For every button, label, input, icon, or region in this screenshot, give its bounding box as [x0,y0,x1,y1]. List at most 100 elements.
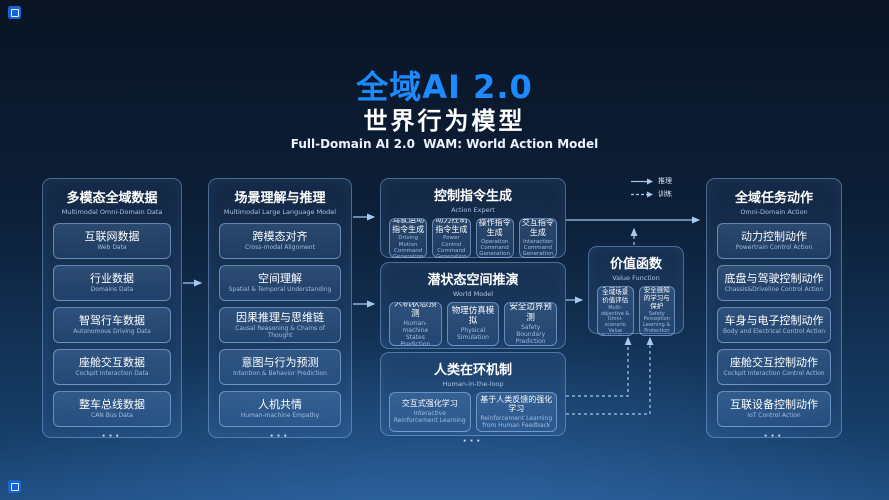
item-label-en: Body and Electrical Control Action [722,328,826,336]
item-label-en: Reinforcement Learning from Human Feedba… [480,414,553,429]
panel-header: 价值函数 Value Function [589,247,683,282]
list-item: 操作指令生成 Operation Command Generation [475,218,514,258]
item-label-zh: 整车总线数据 [79,397,145,411]
panel-subtitle: Multimodal Omni-Domain Data [61,208,163,216]
panel-scene-understanding: 场景理解与推理 Multimodal Large Language Model … [208,178,352,442]
list-item: 人机状态预测 Human-machine States Prediction [389,302,442,346]
list-item: 意图与行为预测 Intention & Behavior Prediction [219,349,341,385]
legend-training-row: 训练 [630,189,672,199]
panel-subtitle: Omni-Domain Action [740,208,808,216]
item-label-en: Safety Boundary Prediction [515,323,546,345]
item-label-zh: 行业数据 [90,271,134,285]
item-label-en: Domains Data [90,286,134,294]
more-dots: ··· [462,436,484,447]
panel-title: 价值函数 [609,257,662,272]
item-label-zh: 意图与行为预测 [241,355,319,369]
list-item: 互联网数据 Web Data [53,223,171,259]
item-label-en: Spatial & Temporal Understanding [228,286,332,294]
item-label-zh: 交互指令生成 [521,218,554,238]
legend-training-label: 训练 [658,190,672,198]
list-item: 物理仿真模拟 Physical Simulation [446,302,500,346]
panel-header: 人类在环机制 Human-in-the-loop [381,353,565,388]
item-label-zh: 底盘与驾驶控制动作 [724,271,824,285]
panel-title: 全域任务动作 [734,191,813,206]
item-label-en: Intention & Behavior Prediction [233,370,327,378]
list-item: 人机共情 Human-machine Empathy [219,391,341,427]
item-label-en: Human-machine Empathy [240,412,320,420]
list-item: 互联设备控制动作 IoT Control Action [717,391,831,427]
logo-glyph-icon [10,8,19,17]
item-label-zh: 因果推理与思维链 [236,310,324,324]
panel-header: 控制指令生成 Action Expert [381,179,565,214]
item-label-en: Chassis&Driveline Control Action [724,286,824,294]
item-list: 人机状态预测 Human-machine States Prediction 物… [381,298,565,346]
item-label-en: CAN Bus Data [91,412,133,420]
training-arrow-icon [631,191,653,197]
flow-legend: 推理 训练 [630,176,672,199]
item-label-en: Cockpit Interaction Control Action [723,370,825,378]
panel-omni-domain-action: 全域任务动作 Omni-Domain Action 动力控制动作 Powertr… [706,178,842,442]
item-list: 驾驶运动指令生成 Driving Motion Command Generati… [381,214,565,258]
item-label-zh: 动力控制指令生成 [435,218,468,234]
list-item: 座舱交互控制动作 Cockpit Interaction Control Act… [717,349,831,385]
item-label-zh: 座舱交互控制动作 [730,355,818,369]
list-item: 基于人类反馈的强化学习 Reinforcement Learning from … [475,392,557,432]
list-item: 座舱交互数据 Cockpit Interaction Data [53,349,171,385]
item-label-en: Cockpit Interaction Data [75,370,149,378]
panel-header: 场景理解与推理 Multimodal Large Language Model [209,179,351,216]
panel-subtitle: Value Function [612,274,660,282]
item-label-zh: 安全边界预测 [509,302,552,323]
panel-subtitle: Action Expert [451,206,495,214]
item-list: 互联网数据 Web Data 行业数据 Domains Data 智驾行车数据 … [43,216,181,427]
panel-subtitle: Human-in-the-loop [442,380,504,388]
legend-inference-row: 推理 [630,176,672,186]
list-item: 安全感知的学习与保护 Safety Perception Learning & … [638,286,675,336]
item-list: 多目标与全域场景价值评估 Multi-objective & Omni-scen… [589,282,683,336]
panel-title: 场景理解与推理 [234,191,326,206]
brand-logo-icon [8,6,21,19]
list-item: 交互指令生成 Interaction Command Generation [518,218,557,258]
list-item: 整车总线数据 CAN Bus Data [53,391,171,427]
panel-title: 人类在环机制 [433,363,512,378]
item-label-zh: 智驾行车数据 [79,313,145,327]
logo-glyph-icon [10,482,19,491]
item-label-en: Human-machine States Prediction [400,320,431,346]
item-label-zh: 驾驶运动指令生成 [392,218,425,234]
list-item: 多目标与全域场景价值评估 Multi-objective & Omni-scen… [597,286,634,336]
panel-value-function: 价值函数 Value Function 多目标与全域场景价值评估 Multi-o… [588,246,684,336]
panel-subtitle: Multimodal Large Language Model [223,208,337,216]
more-dots: ··· [101,431,123,442]
item-label-zh: 车身与电子控制动作 [724,313,824,327]
item-label-en: Causal Reasoning & Chains of Thought [235,324,325,339]
panel-human-in-the-loop: 人类在环机制 Human-in-the-loop 交互式强化学习 Interac… [380,352,566,447]
item-label-zh: 互联设备控制动作 [730,397,818,411]
panel-title: 控制指令生成 [433,189,512,204]
list-item: 行业数据 Domains Data [53,265,171,301]
item-label-en: Interactive Reinforcement Learning [393,409,466,424]
item-label-en: Physical Simulation [457,327,489,342]
item-label-zh: 动力控制动作 [741,229,807,243]
item-label-en: Power Control Command Generation [436,235,467,258]
item-list: 动力控制动作 Powertrain Control Action 底盘与驾驶控制… [707,216,841,427]
panel-title: 多模态全域数据 [66,191,158,206]
list-item: 跨模态对齐 Cross-modal Alignment [219,223,341,259]
more-dots: ··· [763,431,785,442]
item-label-zh: 操作指令生成 [478,218,511,238]
panel-subtitle: World Model [452,290,494,298]
item-label-en: Driving Motion Command Generation [392,235,424,258]
item-label-en: IoT Control Action [747,412,801,420]
item-label-en: Web Data [97,244,127,252]
item-label-zh: 座舱交互数据 [79,355,145,369]
list-item: 安全边界预测 Safety Boundary Prediction [504,302,558,346]
panel-title: 潜状态空间推演 [427,273,519,288]
page-title: 全域AI 2.0 [356,68,533,106]
item-label-zh: 互联网数据 [84,229,140,243]
list-item: 底盘与驾驶控制动作 Chassis&Driveline Control Acti… [717,265,831,301]
item-label-en: Multi-objective & Omni-scenario Value Es… [601,304,630,335]
item-label-zh: 安全感知的学习与保护 [643,286,670,310]
page-subtitle: 世界行为模型 [363,107,526,135]
panel-header: 全域任务动作 Omni-Domain Action [707,179,841,216]
list-item: 动力控制动作 Powertrain Control Action [717,223,831,259]
item-label-zh: 多目标与全域场景价值评估 [602,287,629,305]
item-label-zh: 物理仿真模拟 [451,305,495,327]
